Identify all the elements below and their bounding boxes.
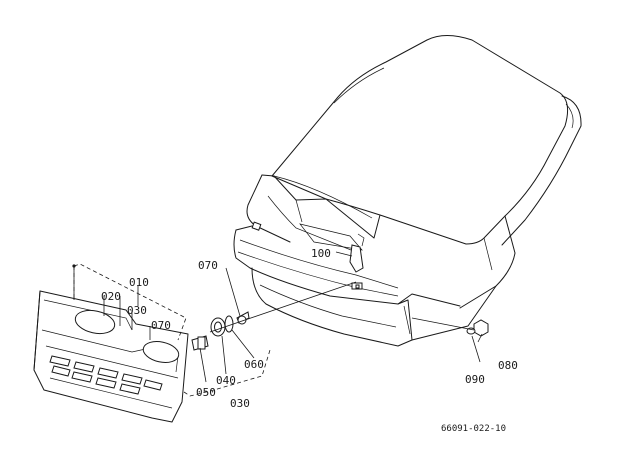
callout-070-mid: 070 bbox=[198, 259, 218, 272]
callout-040: 040 bbox=[216, 374, 236, 387]
grille-slots bbox=[49, 355, 163, 395]
callout-060: 060 bbox=[244, 358, 264, 371]
headlight-panel bbox=[33, 290, 189, 423]
callout-030-top: 030 bbox=[127, 304, 147, 317]
nut-washer bbox=[411, 317, 489, 337]
callout-050: 050 bbox=[196, 386, 216, 399]
callout-080: 080 bbox=[498, 359, 518, 372]
assembly-bracket-030 bbox=[183, 349, 271, 397]
callout-070-top: 070 bbox=[151, 319, 171, 332]
callout-020: 020 bbox=[101, 290, 121, 303]
bonnet-hood bbox=[233, 35, 582, 347]
callout-030-bottom: 030 bbox=[230, 397, 250, 410]
assembly-bracket-010 bbox=[73, 263, 187, 341]
leader-lines bbox=[103, 251, 483, 383]
drawing-reference-number: 66091-022-10 bbox=[441, 424, 506, 434]
callout-labels: 010 020 030 070 070 060 040 050 030 100 … bbox=[101, 247, 518, 410]
lamp-hardware bbox=[191, 281, 357, 351]
callout-010: 010 bbox=[129, 276, 149, 289]
callout-100: 100 bbox=[311, 247, 331, 260]
callout-090: 090 bbox=[465, 373, 485, 386]
